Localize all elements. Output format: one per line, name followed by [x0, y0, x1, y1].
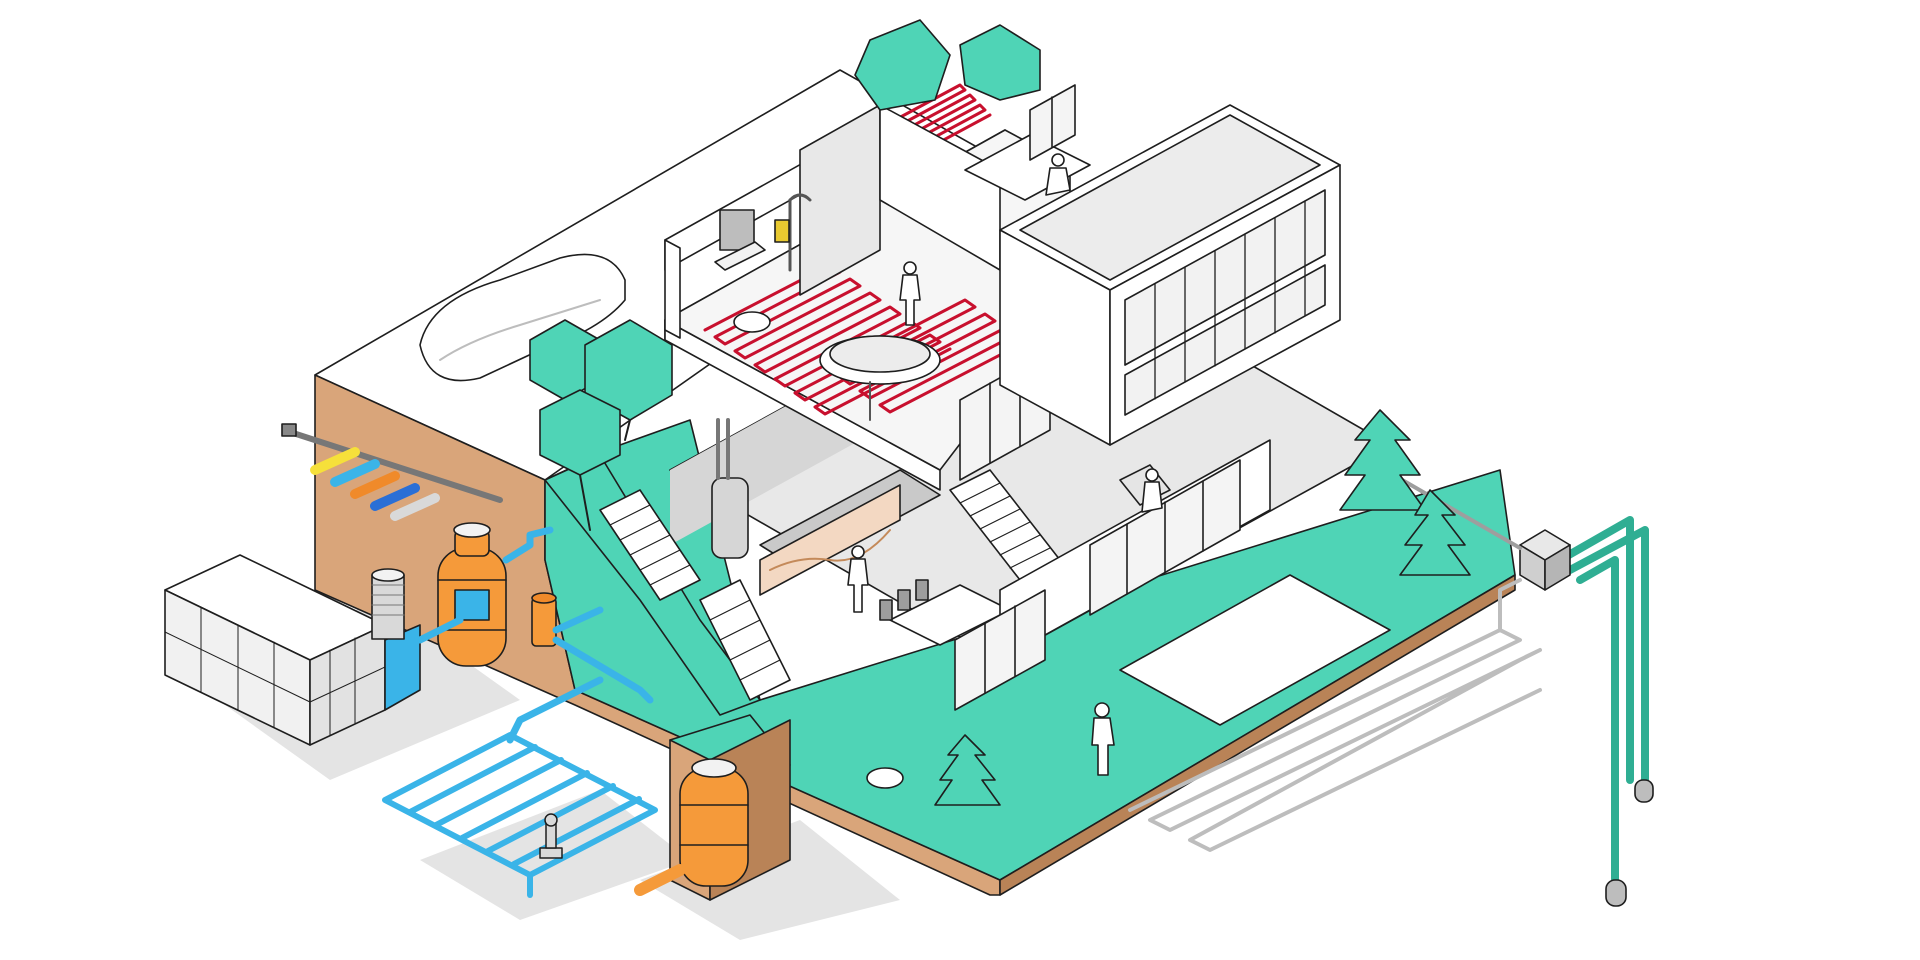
shower	[774, 193, 812, 272]
person-icon	[847, 545, 869, 613]
people	[847, 153, 1163, 776]
tree-icon	[934, 409, 1471, 806]
bathroom-partition	[799, 104, 881, 296]
water-pipes	[416, 526, 654, 744]
person-icon	[899, 261, 921, 326]
glass-doors-front	[954, 589, 1046, 711]
manhole	[866, 767, 904, 789]
garden-stairs	[599, 489, 791, 701]
rainwater-tank-icon	[371, 522, 557, 667]
person-icon	[1141, 468, 1163, 513]
bathroom-sink	[714, 209, 766, 271]
toilet	[733, 311, 771, 333]
septic-tank-icon	[634, 714, 791, 901]
cantilever-volume	[999, 104, 1341, 446]
drainage-field-icon	[382, 732, 658, 898]
glass-doors	[1089, 459, 1241, 616]
storage-tank	[711, 418, 749, 559]
car-icon	[419, 253, 626, 382]
bed	[964, 134, 1091, 201]
utility-pipes-icon	[281, 423, 503, 521]
trees	[529, 19, 1471, 806]
person-icon	[1045, 153, 1071, 196]
terrace-edge	[999, 574, 1516, 896]
bathtub	[819, 335, 941, 421]
person-icon	[1091, 702, 1115, 776]
tree-icon	[529, 319, 673, 531]
tree-icon	[854, 19, 1041, 111]
patio	[1119, 574, 1391, 726]
borehole-probe-icon	[1253, 393, 1654, 907]
ground-collector-icon	[1128, 578, 1542, 852]
bedroom-window	[1029, 84, 1076, 161]
house-cutaway-icon	[599, 83, 1391, 726]
